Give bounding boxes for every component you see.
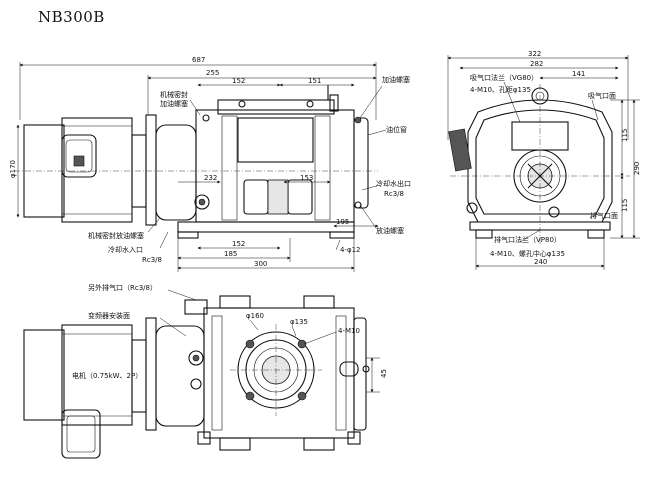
label-holes-4-12: 4-φ12 (340, 246, 361, 254)
label-seal-oil-fill-2: 加油螺塞 (160, 99, 188, 108)
label-motor: 电机（0.75kW、2P） (72, 371, 142, 380)
dim-255: 255 (206, 69, 219, 77)
label-drain-plug: 放油螺塞 (376, 226, 404, 235)
motor-terminal-box-plan (61, 409, 101, 459)
motor-body (61, 117, 133, 223)
dim-195: 195 (336, 218, 349, 226)
dim-240: 240 (534, 258, 547, 266)
label-inlet-flange: 吸气口法兰（VG80） (470, 73, 538, 82)
dim-687: 687 (192, 56, 205, 64)
label-rc38-inlet: Rc3/8 (142, 256, 162, 264)
dim-300: 300 (254, 260, 267, 268)
terminal-box-side (448, 128, 472, 172)
dim-dia135: φ135 (290, 318, 308, 326)
label-seal-drain: 机械密封放油螺塞 (88, 231, 144, 240)
dim-45: 45 (380, 369, 388, 378)
label-seal-oil-fill-1: 机械密封 (160, 90, 188, 99)
label-aux-exhaust: 另外排气口（Rc3/8） (88, 283, 157, 292)
dim-322: 322 (528, 50, 541, 58)
motor-end-plan (23, 329, 65, 421)
label-oil-level: 油位窗 (386, 125, 407, 134)
dim-282: 282 (530, 60, 543, 68)
dim-115b: 115 (621, 199, 629, 212)
label-outlet-face: 排气口面 (590, 211, 618, 220)
casing-window-top (237, 117, 314, 163)
plan-view: 电机（0.75kW、2P） (23, 283, 388, 459)
label-vfd-plate: 变频器安装面 (88, 311, 130, 320)
base-plate (177, 221, 355, 233)
label-inlet-holes: 4-M10、孔距φ135 (470, 86, 531, 94)
label-cooling-outlet: 冷却水出口 (376, 179, 411, 188)
motor-terminal-box (61, 134, 97, 178)
label-cooling-inlet: 冷却水入口 (108, 245, 143, 254)
label-inlet-face: 吸气口面 (588, 91, 616, 100)
dim-141: 141 (572, 70, 585, 78)
front-view: 687 255 152 151 φ170 (9, 56, 411, 272)
label-rc38-outlet: Rc3/8 (384, 190, 404, 198)
gear-case-plan (155, 325, 205, 427)
dim-152-bottom: 152 (232, 240, 245, 248)
dim-232: 232 (204, 174, 217, 182)
seal-drain-plug (194, 194, 210, 210)
label-outlet-flange: 排气口法兰（VP80） (494, 235, 561, 244)
side-view: 322 282 141 (447, 50, 641, 270)
dim-dia170: φ170 (9, 160, 17, 178)
dim-115a: 115 (621, 129, 629, 142)
label-oil-fill-plug: 加油螺塞 (382, 75, 410, 84)
dim-152-top: 152 (232, 77, 245, 85)
dim-290: 290 (633, 162, 641, 175)
end-cover (353, 117, 369, 209)
label-outlet-holes: 4-M10、螺孔中心φ135 (490, 249, 565, 258)
model-title: NB300B (38, 8, 105, 26)
label-4-m10: 4-M10 (338, 327, 360, 335)
dim-dia160: φ160 (246, 312, 264, 320)
dim-153: 153 (300, 174, 313, 182)
dim-151: 151 (308, 77, 321, 85)
gear-cover (155, 124, 197, 221)
dim-185: 185 (224, 250, 237, 258)
